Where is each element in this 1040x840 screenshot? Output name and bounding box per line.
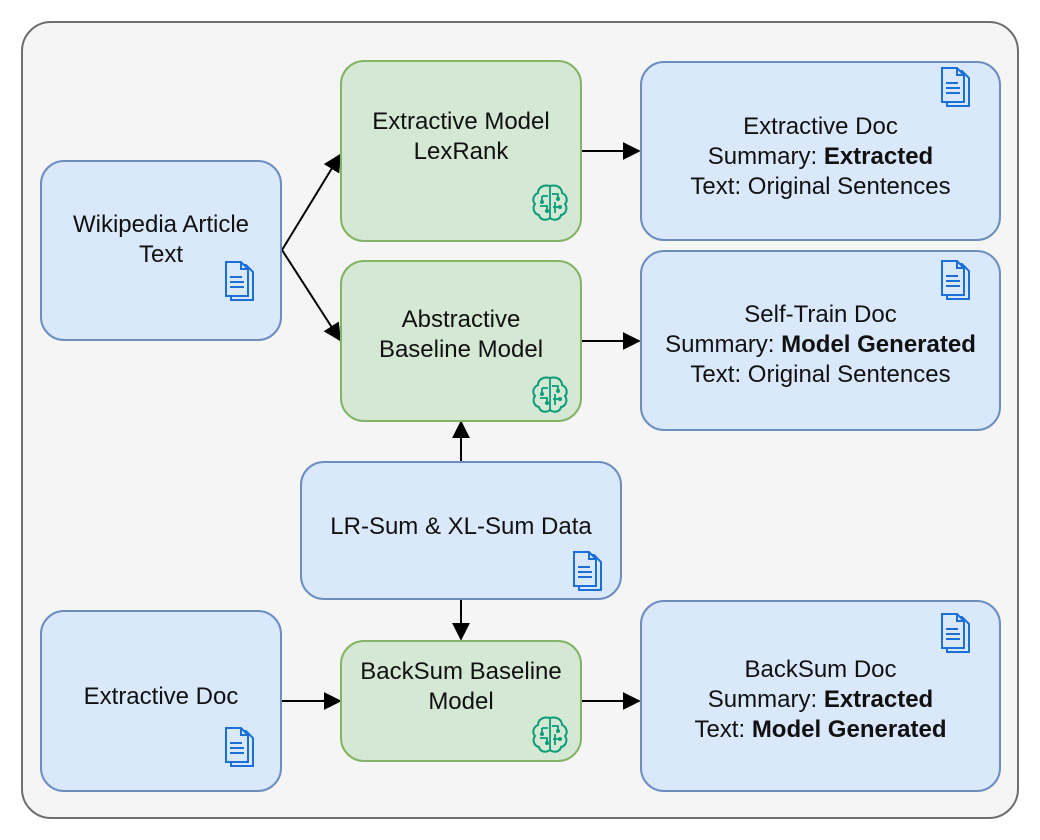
edge-wiki-to-extractive-model [281,153,341,251]
node-label: Text [138,240,183,268]
node-label: Abstractive [401,306,521,333]
summary-label: Summary: [665,330,782,358]
node-label: LexRank [413,138,509,165]
document-icon [225,727,254,767]
summary-line: Summary: Model Generated [665,330,976,360]
backsum-doc-node[interactable]: BackSum Doc Summary: Extracted Text: Mod… [640,600,1001,792]
brain-icon [532,376,568,413]
summary-value: Extracted [823,686,934,713]
text-value: Original Sentences [747,360,951,388]
node-title: BackSum Doc [744,656,897,683]
node-label: Baseline Model [378,336,544,363]
text-line: Text: Original Sentences [690,172,950,202]
summary-label: Summary: [707,686,824,713]
node-label: Extractive Model [372,108,550,135]
text-value: Model Generated [751,716,947,743]
document-icon [941,67,970,107]
extractive-doc-input-node[interactable]: Extractive Doc [40,610,282,792]
node-label: Extractive Doc [83,683,239,710]
summary-label: Summary: [707,143,824,170]
summary-value: Model Generated [781,330,976,358]
node-label: LR-Sum & XL-Sum Data [330,512,592,540]
extractive-doc-output-node[interactable]: Extractive Doc Summary: Extracted Text: … [640,61,1001,241]
selftrain-doc-node[interactable]: Self-Train Doc Summary: Model Generated … [640,250,1001,431]
abstractive-model-node[interactable]: Abstractive Baseline Model [340,260,582,422]
node-label: BackSum Baseline [360,658,562,685]
node-title: Self-Train Doc [744,300,897,328]
document-icon [225,261,254,301]
summary-value: Extracted [823,143,934,170]
summary-line: Summary: Extracted [708,142,933,172]
text-line: Text: Model Generated [694,715,946,745]
text-label: Text: [690,173,748,200]
brain-icon [532,716,568,753]
brain-icon [532,184,568,221]
node-label: Model [428,688,494,715]
text-label: Text: [694,716,752,743]
extractive-model-node[interactable]: Extractive Model LexRank [340,60,582,242]
backsum-model-node[interactable]: BackSum Baseline Model [340,640,582,762]
document-icon [941,613,970,653]
edge-wiki-to-abstractive-model [281,249,341,342]
wikipedia-article-node[interactable]: Wikipedia Article Text [40,160,282,341]
node-title: Extractive Doc [743,113,898,140]
text-value: Original Sentences [747,173,951,200]
lrsum-xlsum-data-node[interactable]: LR-Sum & XL-Sum Data [300,461,622,600]
summary-line: Summary: Extracted [708,685,933,715]
document-icon [941,260,970,300]
node-label: Wikipedia Article [72,210,250,238]
document-icon [573,551,602,591]
text-line: Text: Original Sentences [690,360,950,390]
text-label: Text: [690,360,748,388]
